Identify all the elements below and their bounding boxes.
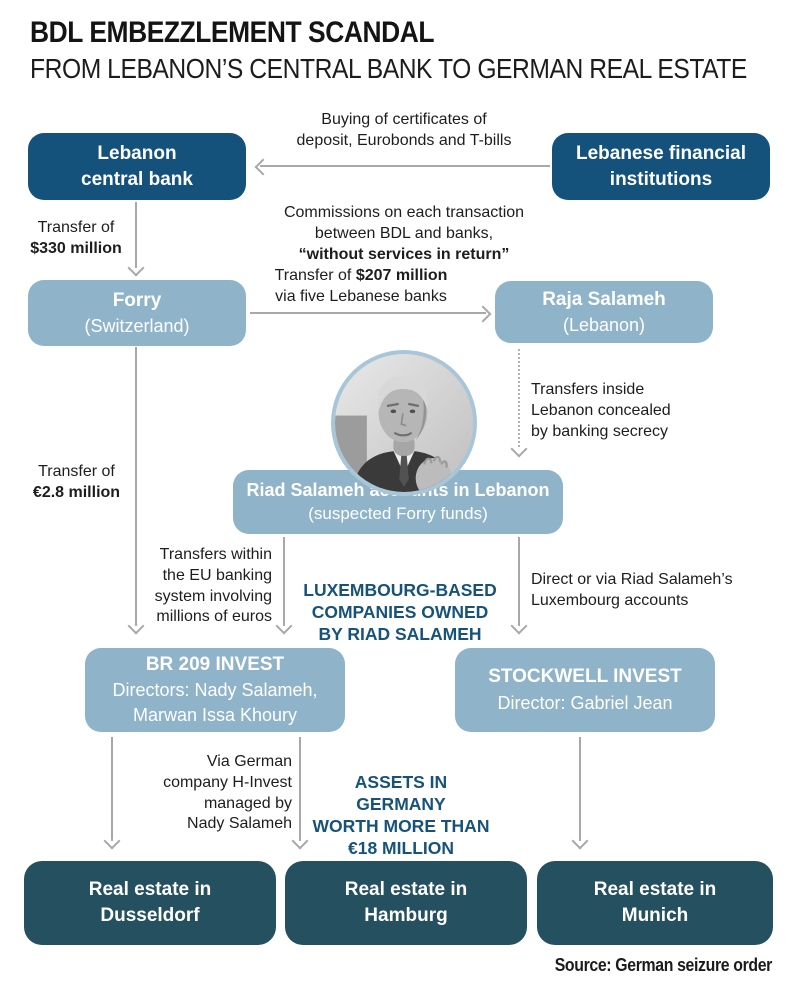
label-line: via five Lebanese banks <box>275 287 447 305</box>
node-real-estate-dusseldorf: Real estate in Dusseldorf <box>24 861 276 945</box>
heading-line: GERMANY <box>356 793 446 814</box>
node-line: Real estate in <box>88 879 212 901</box>
arrowhead-down-icon <box>127 259 145 277</box>
node-line: STOCKWELL INVEST <box>488 666 682 688</box>
node-line: (suspected Forry funds) <box>308 503 488 523</box>
node-line: (Lebanon) <box>562 314 646 335</box>
node-line: institutions <box>609 168 713 190</box>
node-line: Real estate in <box>344 879 468 901</box>
label-line: Transfers within <box>159 546 272 563</box>
title-line2: FROM LEBANON’S CENTRAL BANK TO GERMAN RE… <box>30 53 747 84</box>
label-line: $330 million <box>30 239 122 257</box>
label-part: Transfer of <box>274 267 356 284</box>
node-raja-salameh: Raja Salameh (Lebanon) <box>495 281 713 343</box>
arrowhead-down-icon <box>275 617 293 635</box>
arrow-stockwell-to-munich <box>579 737 581 841</box>
arrow-forry-to-br209 <box>135 347 137 626</box>
heading-luxembourg-companies: LUXEMBOURG-BASED COMPANIES OWNED BY RIAD… <box>295 580 505 646</box>
label-line: €2.8 million <box>32 483 121 501</box>
label-line: Transfer of $207 million <box>255 266 467 287</box>
node-line: Director: Gabriel Jean <box>497 692 673 713</box>
node-real-estate-munich: Real estate in Munich <box>537 861 773 945</box>
node-line: Lebanese financial <box>575 142 746 164</box>
node-line: Directors: Nady Salameh, <box>112 680 318 701</box>
heading-line: ASSETS IN <box>354 772 448 792</box>
label-line: Commissions on each transaction <box>283 204 525 221</box>
node-line: BR 209 INVEST <box>145 653 285 675</box>
heading-line: LUXEMBOURG-BASED <box>303 580 497 600</box>
node-line: Marwan Issa Khoury <box>132 705 298 726</box>
node-stockwell-invest: STOCKWELL INVEST Director: Gabriel Jean <box>455 648 715 732</box>
label-line: by banking secrecy <box>531 422 668 440</box>
node-lebanon-central-bank: Lebanon central bank <box>28 133 246 200</box>
page-title: BDL EMBEZZLEMENT SCANDAL FROM LEBANON’S … <box>30 16 747 85</box>
node-line: (Switzerland) <box>84 315 190 336</box>
label-direct-luxembourg: Direct or via Riad Salameh’s Luxembourg … <box>531 570 761 612</box>
label-line: managed by <box>203 794 292 812</box>
portrait-illustration <box>335 354 473 492</box>
node-line: Lebanon <box>97 142 177 164</box>
node-forry: Forry (Switzerland) <box>28 280 246 346</box>
arrow-br209-to-hamburg <box>299 737 301 841</box>
dotted-arrow-raja-to-riadaccounts <box>518 349 520 447</box>
arrowhead-down-icon <box>510 440 528 458</box>
label-line: company H-Invest <box>163 773 292 791</box>
arrow-riadaccounts-to-br209 <box>283 537 285 626</box>
label-buying: Buying of certificates of deposit, Eurob… <box>258 110 550 152</box>
node-line: Munich <box>621 905 689 926</box>
label-line: Nady Salameh <box>187 815 292 833</box>
node-lebanese-financial-institutions: Lebanese financial institutions <box>552 133 770 200</box>
label-line: Transfer of <box>37 219 115 236</box>
label-line: system involving <box>154 587 272 605</box>
node-line: Real estate in <box>593 879 717 901</box>
heading-line: €18 MILLION <box>348 837 454 858</box>
node-line: central bank <box>81 168 193 190</box>
label-hinvest: Via German company H-Invest managed by N… <box>148 752 292 835</box>
arrow-br209-to-dusseldorf <box>111 737 113 841</box>
label-line: millions of euros <box>156 608 272 626</box>
arrow-centralbank-to-forry <box>135 202 137 268</box>
arrow-forry-to-raja <box>250 312 486 314</box>
heading-line: WORTH MORE THAN <box>312 815 490 836</box>
label-line: the EU banking <box>162 566 272 584</box>
label-banking-secrecy: Transfers inside Lebanon concealed by ba… <box>531 380 711 442</box>
label-transfer-330: Transfer of $330 million <box>22 218 130 260</box>
label-line: Transfers inside <box>531 381 645 398</box>
label-line: Direct or via Riad Salameh’s <box>531 571 733 588</box>
riad-salameh-photo <box>331 350 477 496</box>
label-eu-transfers: Transfers within the EU banking system i… <box>138 545 272 628</box>
node-br209-invest: BR 209 INVEST Directors: Nady Salameh, M… <box>85 648 345 732</box>
label-line: between BDL and banks, <box>314 224 494 242</box>
label-line: Via German <box>206 753 292 770</box>
arrowhead-down-icon <box>571 832 589 850</box>
title-line1: BDL EMBEZZLEMENT SCANDAL <box>30 16 435 49</box>
arrowhead-down-icon <box>103 832 121 850</box>
label-line: Lebanon concealed <box>531 401 671 419</box>
node-real-estate-hamburg: Real estate in Hamburg <box>285 861 527 945</box>
arrowhead-left-icon <box>254 158 272 176</box>
node-line: Hamburg <box>364 905 448 926</box>
arrowhead-down-icon <box>510 617 528 635</box>
label-line: Luxembourg accounts <box>531 591 689 609</box>
node-line: Forry <box>112 290 162 312</box>
arrow-institutions-to-centralbank <box>260 165 550 167</box>
node-line: Dusseldorf <box>100 905 200 926</box>
node-line: Raja Salameh <box>542 289 666 311</box>
arrow-riadaccounts-to-stockwell <box>518 537 520 626</box>
label-part: $207 million <box>355 267 448 284</box>
source-credit: Source: German seizure order <box>554 955 773 975</box>
arrowhead-right-icon <box>474 305 492 323</box>
heading-line: COMPANIES OWNED <box>311 601 489 622</box>
label-transfer-28: Transfer of €2.8 million <box>25 462 128 504</box>
heading-line: BY RIAD SALAMEH <box>318 623 482 644</box>
label-line: Buying of certificates of <box>321 111 487 128</box>
label-line: “without services in return” <box>298 245 510 263</box>
label-line: deposit, Eurobonds and T-bills <box>296 131 512 149</box>
label-line: Transfer of <box>38 463 115 480</box>
label-commissions: Commissions on each transaction between … <box>230 203 578 265</box>
heading-assets-germany: ASSETS IN GERMANY WORTH MORE THAN €18 MI… <box>303 772 499 860</box>
node-riad-accounts: Riad Salameh accounts in Lebanon (suspec… <box>233 470 563 534</box>
label-transfer-207: Transfer of $207 million via five Lebane… <box>255 266 467 308</box>
